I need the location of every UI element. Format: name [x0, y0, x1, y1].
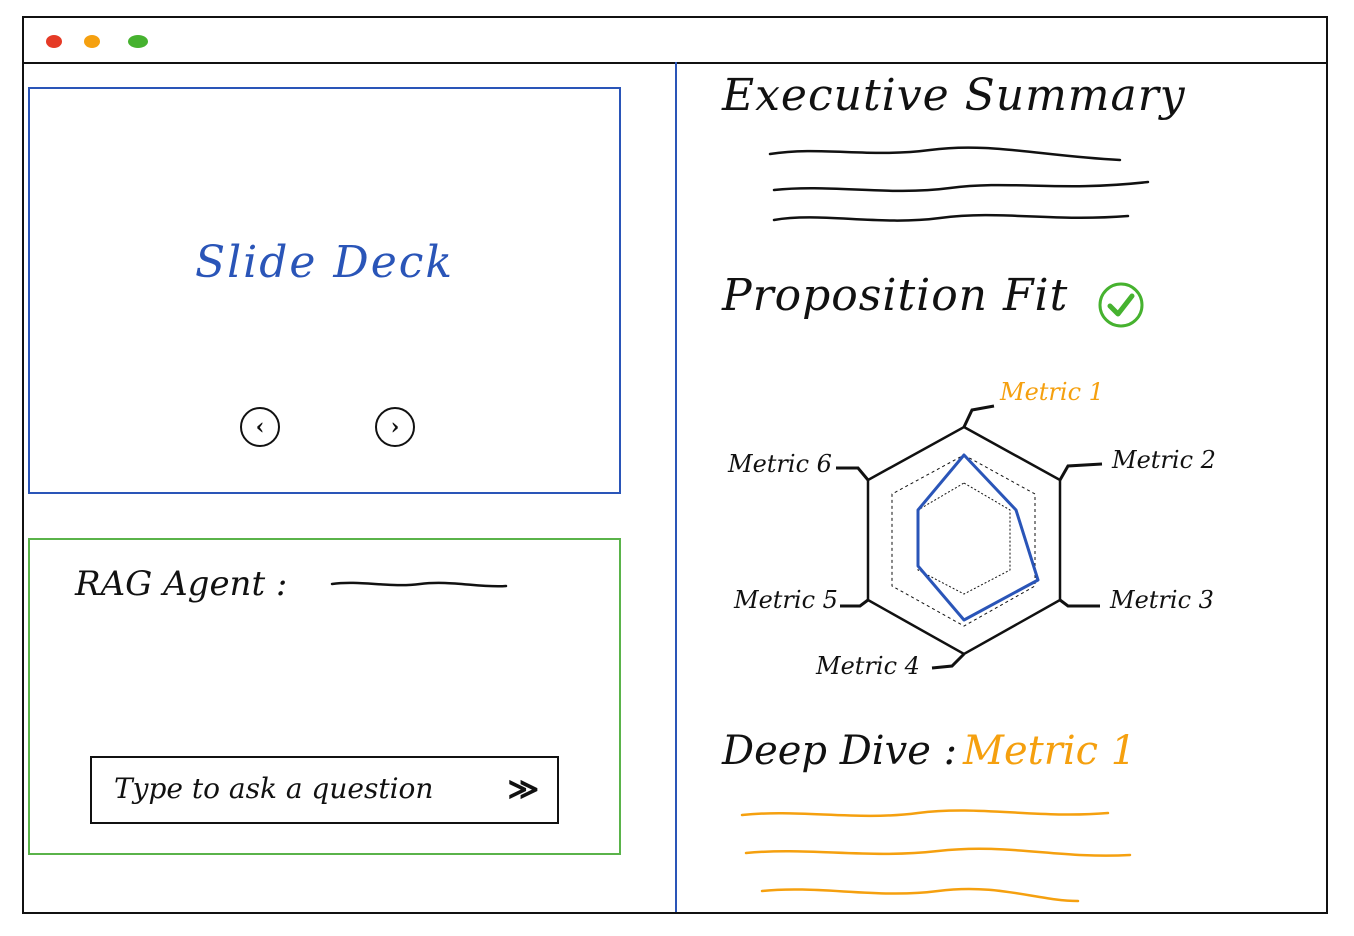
question-input-placeholder: Type to ask a question	[114, 772, 434, 805]
metric-4-label: Metric 4	[816, 652, 920, 680]
slide-deck-title: Slide Deck	[194, 237, 455, 288]
close-dot[interactable]	[46, 35, 62, 48]
slide-deck-panel: Slide Deck ‹ ›	[28, 87, 621, 494]
metric-3-label: Metric 3	[1110, 586, 1214, 614]
metric-5-label: Metric 5	[734, 586, 838, 614]
executive-summary-text	[768, 146, 1150, 222]
deep-dive-label: Deep Dive :	[722, 728, 958, 774]
title-bar	[24, 18, 1326, 64]
metric-2-label: Metric 2	[1112, 446, 1216, 474]
chevron-right-icon: ›	[390, 414, 400, 440]
deep-dive-metric[interactable]: Metric 1	[963, 728, 1137, 774]
question-input[interactable]: Type to ask a question ≫	[90, 756, 559, 824]
proposition-fit-title: Proposition Fit	[722, 270, 1069, 321]
send-icon[interactable]: ≫	[507, 772, 539, 807]
app-window	[22, 16, 1328, 914]
metric-6-label: Metric 6	[728, 450, 832, 478]
check-circle-icon	[1098, 282, 1144, 328]
radar-shape	[836, 404, 1103, 670]
metric-1-label: Metric 1	[1000, 378, 1104, 406]
executive-summary-title: Executive Summary	[722, 70, 1186, 121]
panel-divider	[675, 62, 677, 912]
rag-agent-label: RAG Agent :	[75, 564, 288, 604]
next-slide-button[interactable]: ›	[375, 407, 415, 447]
rag-response-placeholder	[330, 581, 508, 588]
minimize-dot[interactable]	[84, 35, 100, 48]
chevron-left-icon: ‹	[255, 414, 265, 440]
metrics-radar-chart: Metric 1 Metric 2 Metric 3 Metric 4 Metr…	[720, 370, 1260, 700]
previous-slide-button[interactable]: ‹	[240, 407, 280, 447]
deep-dive-text	[740, 809, 1132, 903]
maximize-dot[interactable]	[128, 35, 148, 48]
rag-agent-panel: RAG Agent : Type to ask a question ≫	[28, 538, 621, 855]
